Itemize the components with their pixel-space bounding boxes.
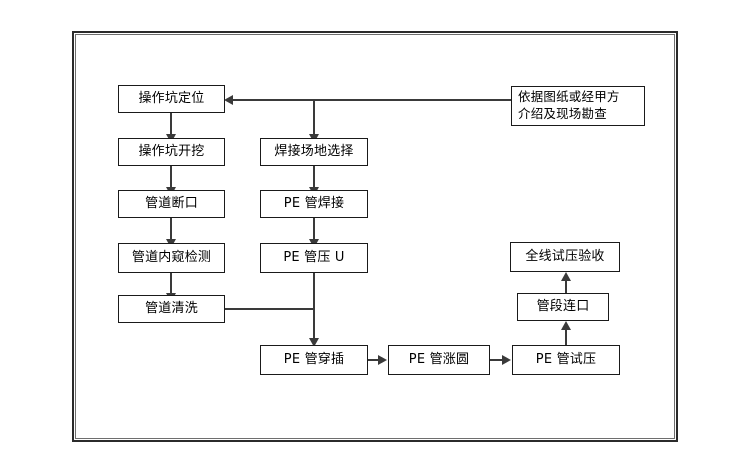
node-pe-pipe-u-press[interactable]: PE 管压 U xyxy=(260,243,368,273)
node-weld-site-selection[interactable]: 焊接场地选择 xyxy=(260,138,368,166)
node-pipe-endoscope-inspection[interactable]: 管道内窥检测 xyxy=(118,243,225,273)
arrowhead-joint-to-acceptance xyxy=(561,272,571,281)
node-drawing-site-survey[interactable]: 依据图纸或经甲方 介绍及现场勘查 xyxy=(511,86,645,126)
connector-press-to-insert xyxy=(313,272,315,343)
connector-joint-to-acceptance xyxy=(565,281,567,294)
connector-inspect-to-clean xyxy=(170,272,172,296)
connector-excavate-to-cut xyxy=(170,165,172,190)
connector-round-to-test xyxy=(490,359,503,361)
node-locate-pit[interactable]: 操作坑定位 xyxy=(118,85,225,113)
arrowhead-round-to-test xyxy=(502,355,511,365)
arrowhead-press-to-insert xyxy=(309,338,319,347)
node-pipe-cleaning[interactable]: 管道清洗 xyxy=(118,295,225,323)
arrowhead-insert-to-round xyxy=(378,355,387,365)
node-pe-pipe-welding[interactable]: PE 管焊接 xyxy=(260,190,368,218)
node-pe-pipe-insertion[interactable]: PE 管穿插 xyxy=(260,345,368,375)
arrowhead-test-to-joint xyxy=(561,321,571,330)
node-pe-pipe-rounding[interactable]: PE 管涨圆 xyxy=(388,345,490,375)
connector-test-to-joint xyxy=(565,329,567,345)
arrowhead-source-to-locate xyxy=(224,95,233,105)
connector-weldsite-to-weld xyxy=(313,165,315,190)
diagram-frame-inner xyxy=(75,34,675,439)
node-excavate-pit[interactable]: 操作坑开挖 xyxy=(118,138,225,166)
connector-source-to-weldsite xyxy=(313,99,315,137)
connector-source-to-locate xyxy=(232,99,511,101)
diagram-frame-outer xyxy=(72,31,678,442)
node-pipe-cut[interactable]: 管道断口 xyxy=(118,190,225,218)
connector-insert-to-round xyxy=(368,359,380,361)
node-pe-pipe-pressure-test[interactable]: PE 管试压 xyxy=(512,345,620,375)
connector-locate-to-excavate xyxy=(170,112,172,137)
connector-clean-to-junction xyxy=(225,308,314,310)
node-pipe-section-joint[interactable]: 管段连口 xyxy=(517,293,609,321)
node-full-line-pressure-acceptance[interactable]: 全线试压验收 xyxy=(510,242,620,272)
connector-weld-to-press xyxy=(313,217,315,243)
connector-cut-to-inspect xyxy=(170,217,172,243)
